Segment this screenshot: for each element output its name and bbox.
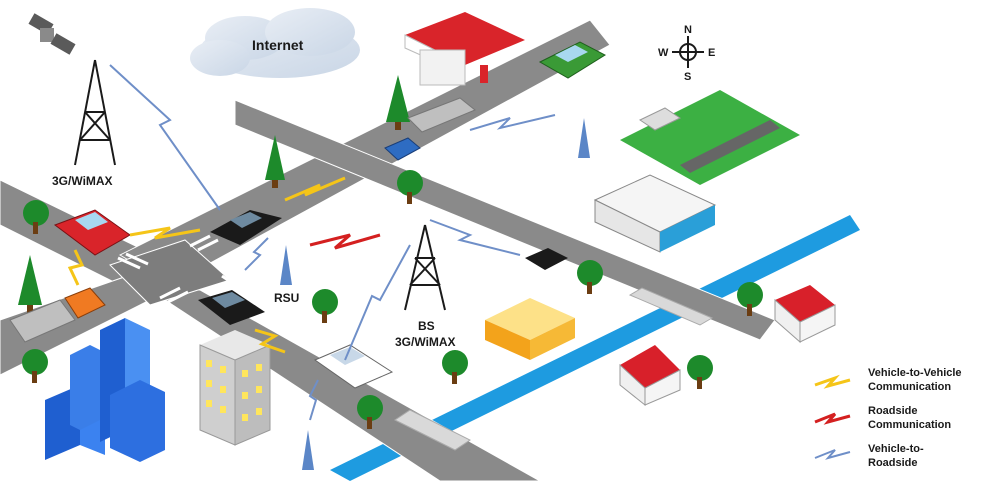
tower-left [74, 59, 116, 166]
legend-roadside-line1: Roadside [868, 405, 918, 417]
tree [357, 395, 383, 429]
black-car-right [525, 248, 568, 270]
vehicles [9, 41, 607, 389]
legend-v2r-bolt [814, 449, 851, 460]
road-horizontal-right [234, 99, 776, 341]
legend-v2v-line2: Communication [868, 381, 951, 393]
links-roadside [309, 233, 381, 250]
tree [265, 135, 285, 188]
gray-truck [384, 97, 476, 161]
bridge-lower [394, 409, 471, 451]
rsu-antenna-top [578, 118, 590, 158]
compass-s: S [684, 71, 691, 83]
tree [577, 260, 603, 294]
legend-v2r-line2: Roadside [868, 457, 918, 469]
orange-building [485, 298, 575, 360]
legend-roadside-bolt [814, 412, 851, 425]
internet-label: Internet [252, 37, 304, 53]
house-lower [619, 345, 681, 407]
black-car-lower [198, 290, 265, 325]
black-car-center [210, 210, 282, 245]
compass-n: N [684, 24, 692, 36]
tower-bs [404, 224, 446, 311]
river [330, 215, 860, 481]
gas-station [404, 12, 525, 86]
internet-cloud [190, 8, 360, 78]
crosswalks [117, 234, 249, 304]
office-building [199, 330, 271, 446]
tree [22, 349, 48, 383]
bridge-right [628, 287, 714, 326]
rsu-antenna-bottom [302, 430, 314, 470]
green-car [538, 41, 607, 79]
legend-roadside-line2: Communication [868, 419, 951, 431]
skyscrapers [45, 318, 165, 462]
warehouse [593, 174, 717, 253]
compass: N S W E [658, 24, 715, 83]
legend-v2v-bolt [814, 374, 851, 389]
links-v2r [109, 64, 556, 421]
tower-left-label: 3G/WiMAX [52, 174, 113, 188]
legend-v2v: Vehicle-to-Vehicle Communication [814, 367, 962, 393]
legend: Vehicle-to-Vehicle Communication Roadsid… [814, 367, 962, 469]
tree [312, 289, 338, 323]
tree [386, 75, 410, 130]
tree [397, 170, 423, 204]
links-v2v [67, 176, 346, 354]
tree [18, 255, 42, 313]
compass-e: E [708, 47, 715, 59]
rsu-antennas [280, 118, 590, 470]
legend-v2r: Vehicle-to- Roadside [814, 443, 924, 469]
tree [23, 200, 49, 234]
tree [442, 350, 468, 384]
tree [737, 282, 763, 316]
orange-truck [9, 287, 106, 343]
tree [687, 355, 713, 389]
bs-label: BS [418, 319, 435, 333]
legend-roadside: Roadside Communication [814, 405, 951, 431]
rsu-antenna-center [280, 245, 292, 285]
house-right [774, 285, 836, 344]
legend-v2v-line1: Vehicle-to-Vehicle [868, 367, 962, 379]
compass-w: W [658, 47, 669, 59]
rsu-label: RSU [274, 291, 299, 305]
bs-sub-label: 3G/WiMAX [395, 335, 456, 349]
legend-v2r-line1: Vehicle-to- [868, 443, 924, 455]
satellite-icon [28, 13, 76, 55]
airfield [620, 90, 800, 185]
trees [18, 75, 763, 429]
